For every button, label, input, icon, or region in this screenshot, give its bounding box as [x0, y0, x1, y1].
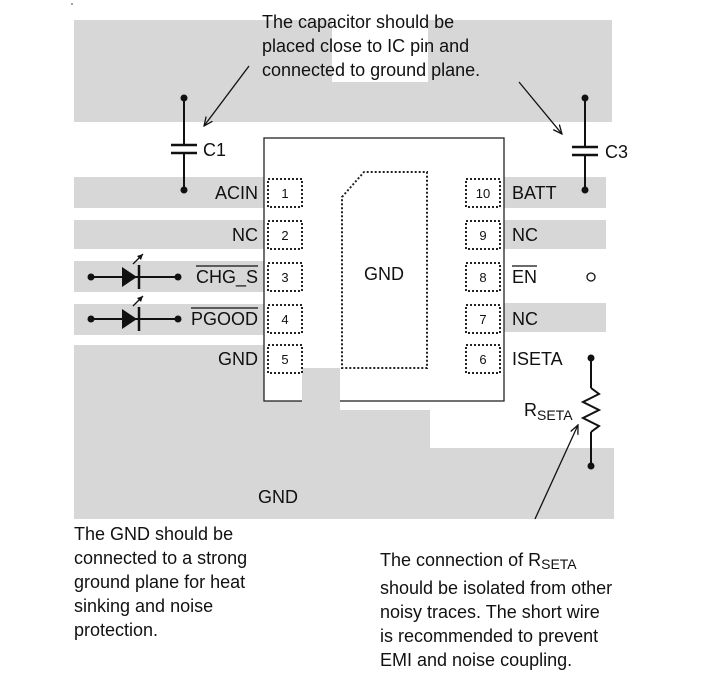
right-pin-pad-10: [465, 178, 501, 208]
c3-label: C3: [605, 142, 628, 162]
rseta-note-prefix: The connection of R: [380, 550, 542, 570]
right-pin-name-7: NC: [512, 309, 538, 329]
right-pin-name-6: ISETA: [512, 349, 563, 369]
left-pin-number-2: 2: [281, 228, 288, 243]
right-pin-pad-6: [465, 344, 501, 374]
gnd-note: The GND should be connected to a strong …: [74, 524, 248, 640]
left-pin-pad-2: [267, 220, 303, 250]
top-copper-strap: [302, 82, 428, 122]
left-pin-pads: 1 ACIN 2 NC 3 CHG_S 4 PGOOD 5 GND: [190, 178, 303, 374]
right-pin-pad-8: [465, 262, 501, 292]
center-thermal-pad: [341, 171, 428, 369]
rseta-label: RSETA: [524, 400, 573, 423]
left-pin-pad-5: [267, 344, 303, 374]
right-pin-number-8: 8: [479, 270, 486, 285]
stray-dot: [71, 3, 73, 5]
right-pin-number-7: 7: [479, 312, 486, 327]
thermal-via-left: [302, 368, 340, 410]
trace-nc-right-bottom: [503, 303, 606, 332]
capacitor-note: The capacitor should be placed close to …: [262, 12, 481, 80]
trace-nc-right-top: [503, 220, 606, 249]
right-pin-number-10: 10: [476, 186, 490, 201]
right-pin-name-8: EN: [512, 267, 537, 287]
c1-label: C1: [203, 140, 226, 160]
left-pin-number-3: 3: [281, 270, 288, 285]
en-test-point: [586, 272, 596, 282]
left-pin-number-1: 1: [281, 186, 288, 201]
left-pin-name-5: GND: [218, 349, 258, 369]
left-pin-name-2: NC: [232, 225, 258, 245]
left-pin-pad-3: [267, 262, 303, 292]
left-pin-number-4: 4: [281, 312, 288, 327]
right-pin-name-10: BATT: [512, 183, 557, 203]
arrow-to-c3: [518, 81, 562, 134]
right-pin-number-9: 9: [479, 228, 486, 243]
arrow-to-c1: [204, 65, 250, 126]
trace-batt: [503, 177, 606, 208]
copper-areas: [74, 20, 614, 519]
arrow-to-rseta: [534, 425, 578, 520]
right-pin-pad-7: [465, 304, 501, 334]
bottom-ground-right: [430, 448, 614, 519]
bottom-ground-strap: [300, 410, 430, 519]
led-pgood: [87, 295, 182, 331]
right-pin-pad-9: [465, 220, 501, 250]
top-copper-right: [428, 20, 612, 122]
capacitor-c1: C1: [171, 94, 226, 194]
rseta-note: The connection of RSETA should be isolat…: [380, 524, 612, 696]
capacitor-c3: C3: [572, 94, 628, 194]
trace-nc-left: [74, 220, 264, 249]
center-pad-label: GND: [364, 264, 404, 284]
top-copper-left: [74, 20, 332, 122]
left-pin-name-1: ACIN: [215, 183, 258, 203]
trace-acin: [74, 177, 264, 208]
rseta-note-rest: should be isolated from other noisy trac…: [380, 578, 613, 670]
resistor-rseta: RSETA: [524, 354, 602, 470]
led-chg: [87, 253, 182, 289]
left-pin-pad-1: [267, 178, 303, 208]
left-pin-number-5: 5: [281, 352, 288, 367]
ground-plane-label: GND: [258, 487, 298, 507]
right-pin-name-9: NC: [512, 225, 538, 245]
rseta-note-sub: SETA: [541, 556, 577, 572]
left-pin-pad-4: [267, 304, 303, 334]
left-pin-name-3: CHG_S: [196, 267, 258, 288]
right-pin-number-6: 6: [479, 352, 486, 367]
left-pin-name-4: PGOOD: [191, 309, 258, 329]
